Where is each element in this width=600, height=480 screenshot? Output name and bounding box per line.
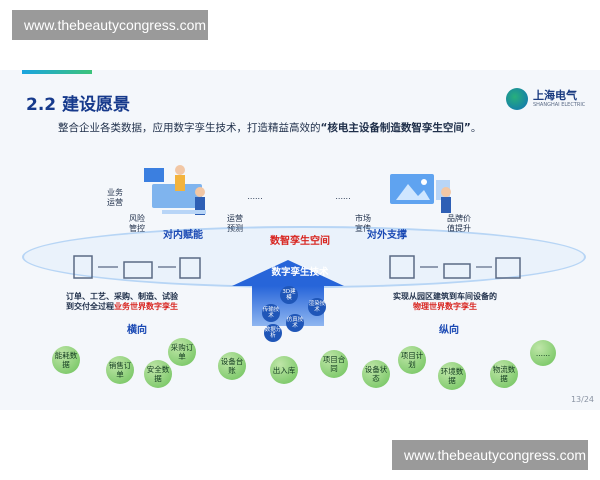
ring-item-business-ops: 业务运营 bbox=[107, 188, 123, 207]
ring-item-brand: 品牌价值提升 bbox=[447, 214, 471, 233]
bubble-safety: 安全数据 bbox=[144, 360, 172, 388]
bubble-project-plan: 项目计划 bbox=[398, 346, 426, 374]
logo-mark-icon bbox=[506, 88, 528, 110]
bubble-purchase-order: 采购订单 bbox=[168, 338, 196, 366]
tech-rendering: 渲染技术 bbox=[308, 298, 326, 316]
company-logo: 上海电气 SHANGHAI ELECTRIC bbox=[506, 88, 585, 110]
ring-center-title: 数智孪生空间 bbox=[270, 236, 330, 247]
watermark-top: www.thebeautycongress.com bbox=[12, 10, 208, 40]
process-flow-right-icons bbox=[389, 255, 521, 279]
ring-right-title: 对外支撑 bbox=[367, 230, 407, 241]
office-people-illustration bbox=[144, 165, 206, 215]
bubble-energy: 能耗数据 bbox=[52, 346, 80, 374]
logo-text-cn: 上海电气 bbox=[533, 88, 577, 102]
process-flow-left-icons bbox=[73, 255, 201, 279]
bubble-sales-order: 销售订单 bbox=[106, 356, 134, 384]
ring-item-right-more: ...... bbox=[335, 192, 351, 201]
left-flow-line2: 到交付全过程业务世界数字孪生 bbox=[66, 302, 216, 312]
ring-item-risk-control: 风险管控 bbox=[129, 214, 145, 233]
bubble-project-contract: 项目合同 bbox=[320, 350, 348, 378]
tech-data-analysis: 数据分析 bbox=[264, 324, 282, 342]
page-number: 13/24 bbox=[570, 395, 594, 404]
slide: 2.2 建设愿景 上海电气 SHANGHAI ELECTRIC 整合企业各类数据… bbox=[0, 70, 600, 410]
tech-simulation: 仿真技术 bbox=[286, 314, 304, 332]
left-axis-label: 横向 bbox=[127, 325, 147, 336]
analytics-screen-illustration bbox=[390, 174, 451, 213]
subtitle-pre: 整合企业各类数据，应用数字孪生技术，打造精益高效的 bbox=[58, 122, 321, 134]
bubble-logistics: 物流数据 bbox=[490, 360, 518, 388]
slide-title: 2.2 建设愿景 bbox=[26, 95, 131, 115]
left-flow-line1: 订单、工艺、采购、制造、试验 bbox=[66, 292, 178, 301]
ring-item-ops-forecast: 运营预测 bbox=[227, 214, 243, 233]
left-flow-line2-pre: 到交付全过程 bbox=[66, 302, 114, 311]
logo-text-en: SHANGHAI ELECTRIC bbox=[533, 101, 586, 108]
tech-transmission: 传输技术 bbox=[262, 304, 280, 322]
ring-item-left-more: ...... bbox=[247, 192, 263, 201]
tech-3d-modeling: 3D建模 bbox=[280, 286, 298, 304]
bubble-environment: 环境数据 bbox=[438, 362, 466, 390]
right-axis-label: 纵向 bbox=[439, 325, 459, 336]
bubble-equipment-ledger: 设备台账 bbox=[218, 352, 246, 380]
watermark-bottom: www.thebeautycongress.com bbox=[392, 440, 588, 470]
ring-left-title: 对内赋能 bbox=[163, 230, 203, 241]
left-flow-line2-red: 业务世界数字孪生 bbox=[114, 302, 178, 311]
subtitle: 整合企业各类数据，应用数字孪生技术，打造精益高效的“核电主设备制造数智孪生空间”… bbox=[58, 120, 481, 135]
tech-arrow-label: 数字孪生技术 bbox=[271, 267, 329, 278]
bubble-in-out-warehouse: 出入库 bbox=[270, 356, 298, 384]
right-flow-line2: 物理世界数字孪生 bbox=[413, 302, 477, 311]
bubble-equipment-status: 设备状态 bbox=[362, 360, 390, 388]
bubble-more: ...... bbox=[530, 340, 556, 366]
ring-item-market: 市场宣传 bbox=[355, 214, 371, 233]
right-flow-line1: 实现从园区建筑到车间设备的 bbox=[393, 292, 497, 301]
accent-bar bbox=[22, 70, 92, 74]
tech-arrow-head bbox=[232, 260, 344, 286]
subtitle-post: 。 bbox=[470, 122, 482, 134]
subtitle-bold: “核电主设备制造数智孪生空间” bbox=[320, 122, 471, 134]
